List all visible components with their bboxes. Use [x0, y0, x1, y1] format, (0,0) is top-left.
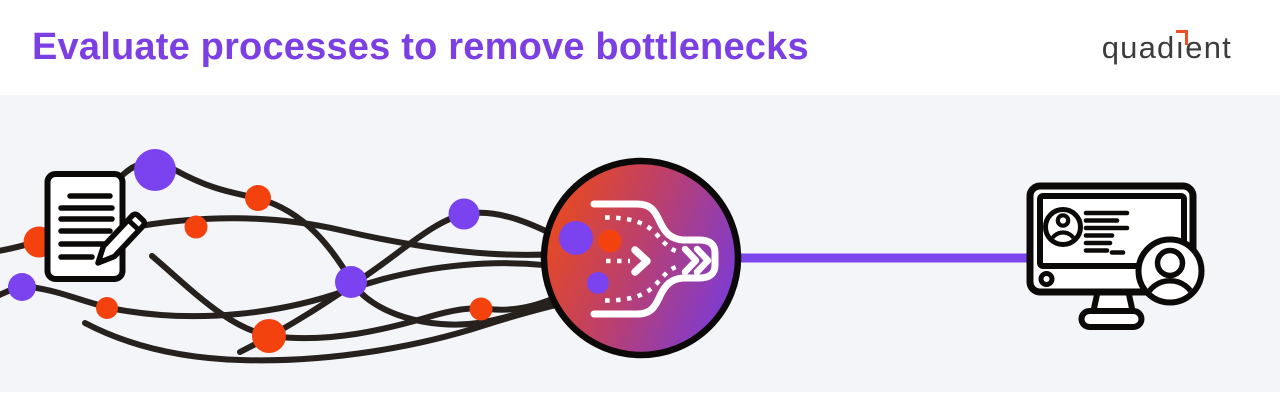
- screen-text-lines: [1083, 210, 1130, 255]
- bottleneck-funnel-icon: [540, 157, 742, 359]
- funnel-dotted-flows: [604, 215, 678, 303]
- bottom-strip: [0, 392, 1280, 400]
- logo-i: ı: [1175, 30, 1189, 65]
- process-illustration: [0, 149, 1205, 364]
- document-pencil-icon: [44, 171, 148, 282]
- illustration-band: [0, 95, 1280, 392]
- document-text-lines: [58, 193, 115, 260]
- funnel-chevrons: [631, 245, 712, 276]
- monitor-stand: [1078, 287, 1145, 330]
- logo-accent-bracket-icon: [1176, 30, 1189, 45]
- logo-text-left: quad: [1101, 30, 1176, 65]
- logo-text-right: ent: [1185, 30, 1232, 65]
- user-badge-icon: [1135, 236, 1205, 306]
- pencil-icon: [95, 211, 148, 266]
- process-dots: [8, 149, 493, 353]
- funnel-input-dots: [559, 221, 622, 294]
- funnel-outline: [590, 200, 719, 318]
- monitor-user-icon: [1026, 182, 1205, 330]
- logo-dotless-i: ı: [1175, 30, 1186, 65]
- monitor-power-button: [1038, 271, 1055, 287]
- header-band: Evaluate processes to remove bottlenecks…: [0, 0, 1280, 95]
- page-title: Evaluate processes to remove bottlenecks: [32, 26, 809, 68]
- screen-avatar-icon: [1043, 207, 1083, 247]
